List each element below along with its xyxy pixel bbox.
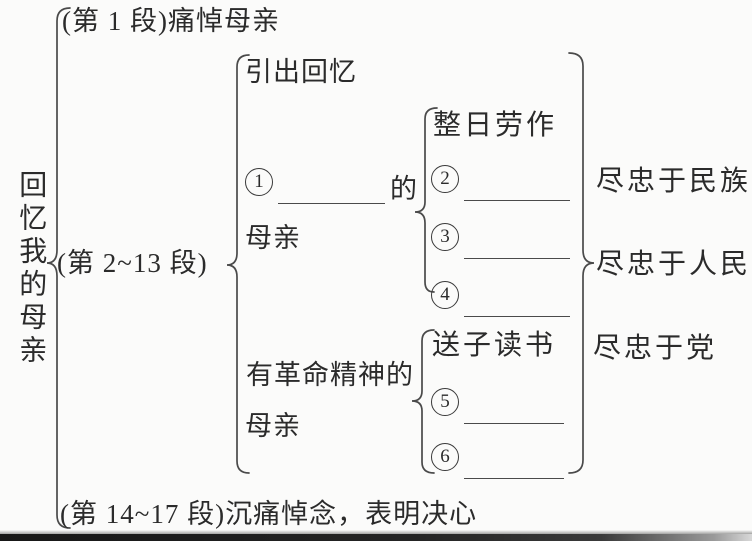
part1-label: (第 1 段)痛悼母亲 bbox=[62, 6, 280, 36]
fill-in-blank-line-5 bbox=[464, 423, 564, 424]
circled-number-3-value: 3 bbox=[440, 226, 450, 247]
deeds-a-left-brace bbox=[414, 107, 438, 293]
circled-number-4-icon: 4 bbox=[431, 281, 459, 309]
fill-in-blank-line-2 bbox=[464, 200, 570, 201]
deeds-b-lead: 送子读书 bbox=[432, 330, 557, 361]
circled-number-3-icon: 3 bbox=[431, 223, 459, 251]
part2-left-brace bbox=[226, 54, 250, 474]
conclusion-party: 尽忠于党 bbox=[593, 333, 718, 364]
intro-label: 引出回忆 bbox=[245, 57, 357, 87]
conclusion-people: 尽忠于人民 bbox=[596, 249, 752, 280]
part2-label: (第 2~13 段) bbox=[57, 248, 208, 278]
root-title: 回忆我的母亲 bbox=[15, 170, 47, 368]
fill-in-blank-line-6 bbox=[464, 478, 564, 479]
circled-number-5-value: 5 bbox=[440, 391, 450, 412]
circled-number-1-value: 1 bbox=[254, 171, 264, 192]
fill-in-blank-line-3 bbox=[464, 258, 570, 259]
circled-number-2-icon: 2 bbox=[431, 165, 459, 193]
fill-in-blank-line-1 bbox=[278, 203, 385, 204]
fill-in-blank-line-4 bbox=[464, 316, 570, 317]
mother-a-noun: 母亲 bbox=[245, 223, 301, 253]
blank-row-3: 3 bbox=[431, 223, 570, 259]
blank-row-1: 1 的 bbox=[245, 168, 417, 204]
part3-label: (第 14~17 段)沉痛悼念，表明决心 bbox=[60, 499, 478, 529]
circled-number-2-value: 2 bbox=[440, 168, 450, 189]
circled-number-1-icon: 1 bbox=[245, 168, 273, 196]
blank-row-4: 4 bbox=[431, 281, 570, 317]
blank-1-suffix: 的 bbox=[390, 174, 417, 204]
outer-left-brace bbox=[46, 7, 71, 529]
circled-number-4-value: 4 bbox=[440, 284, 450, 305]
deeds-b-left-brace bbox=[411, 329, 435, 474]
circled-number-5-icon: 5 bbox=[431, 388, 459, 416]
circled-number-6-icon: 6 bbox=[431, 443, 459, 471]
page-edge-shadow-fade bbox=[0, 530, 752, 534]
blank-row-5: 5 bbox=[431, 388, 564, 424]
page-edge-shadow bbox=[0, 534, 752, 541]
blank-row-2: 2 bbox=[431, 165, 570, 201]
circled-number-6-value: 6 bbox=[440, 446, 450, 467]
deeds-a-lead: 整日劳作 bbox=[433, 110, 558, 141]
blank-row-6: 6 bbox=[431, 443, 564, 479]
mother-b-prefix: 有革命精神的 bbox=[246, 360, 414, 390]
conclusion-nation: 尽忠于民族 bbox=[596, 166, 752, 197]
conclusions-right-brace bbox=[568, 52, 595, 474]
mother-b-noun: 母亲 bbox=[245, 411, 301, 441]
